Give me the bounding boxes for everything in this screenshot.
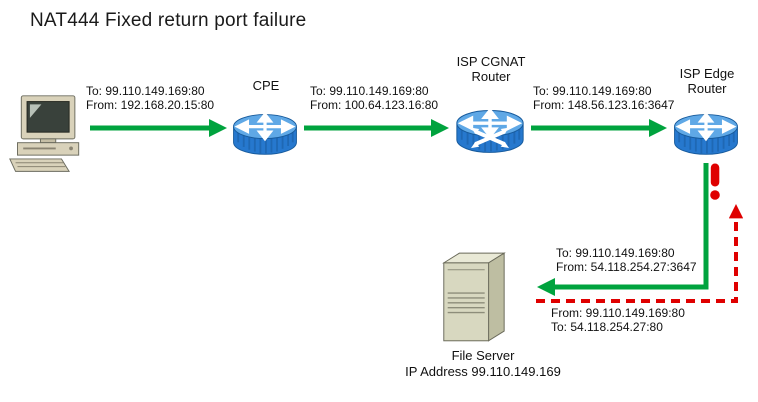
flow-label-cpe-to-cgnat: To: 99.110.149.169:80 From: 100.64.123.1… xyxy=(310,84,438,112)
server-caption: File Server IP Address 99.110.149.169 xyxy=(383,348,583,380)
cgnat-router-icon xyxy=(455,108,525,155)
flow-to-line: To: 99.110.149.169:80 xyxy=(86,84,205,98)
error-exclamation-icon xyxy=(710,163,720,200)
cpe-router-icon xyxy=(231,112,299,156)
flow-label-edge-to-server: To: 99.110.149.169:80 From: 54.118.254.2… xyxy=(556,246,697,274)
cgnat-router-label: ISP CGNAT Router xyxy=(456,54,526,84)
workstation-icon xyxy=(9,95,80,172)
flow-from-line: From: 100.64.123.16:80 xyxy=(310,98,439,112)
server-ip-label: IP Address 99.110.149.169 xyxy=(405,364,561,379)
edge-router-label: ISP Edge Router xyxy=(679,66,735,96)
flow-from-line: From: 148.56.123.16:3647 xyxy=(533,98,675,112)
flow-from-line: From: 192.168.20.15:80 xyxy=(86,98,215,112)
flow-label-cgnat-to-edge: To: 99.110.149.169:80 From: 148.56.123.1… xyxy=(533,84,674,112)
flow-label-server-return-failed: From: 99.110.149.169:80 To: 54.118.254.2… xyxy=(551,306,685,334)
flow-to-line: To: 54.118.254.27:80 xyxy=(551,320,663,334)
server-name-label: File Server xyxy=(451,348,515,363)
flow-to-line: To: 99.110.149.169:80 xyxy=(310,84,429,98)
cpe-label: CPE xyxy=(252,78,280,93)
diagram-title: NAT444 Fixed return port failure xyxy=(30,10,307,31)
flow-to-line: To: 99.110.149.169:80 xyxy=(533,84,652,98)
flow-from-line: From: 54.118.254.27:3647 xyxy=(556,260,697,274)
flow-to-line: To: 99.110.149.169:80 xyxy=(556,246,675,260)
file-server-icon xyxy=(442,252,506,342)
flow-label-pc-to-cpe: To: 99.110.149.169:80 From: 192.168.20.1… xyxy=(86,84,214,112)
flow-from-line: From: 99.110.149.169:80 xyxy=(551,306,685,320)
edge-router-icon xyxy=(672,112,740,156)
